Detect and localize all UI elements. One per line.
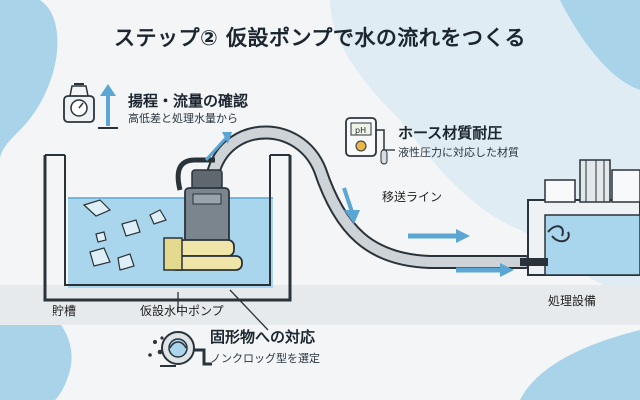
submersible-pump <box>163 157 243 271</box>
label-facility: 処理設備 <box>548 294 597 308</box>
transfer-hose <box>207 125 532 269</box>
page-title: ステップ② 仮設ポンプで水の流れをつくる <box>113 26 527 50</box>
label-tank: 貯槽 <box>52 304 77 318</box>
label-transfer-line: 移送ライン <box>382 190 443 204</box>
callout-solids-heading: 固形物への対応 <box>210 328 316 346</box>
flow-arrows <box>204 132 514 277</box>
label-pump: 仮設水中ポンプ <box>140 304 224 318</box>
callout-hose-sub: 液性圧力に対応した材質 <box>398 146 519 159</box>
callout-solids-sub: ノンクロッグ型を選定 <box>210 352 320 365</box>
callout-hose-heading: ホース材質耐圧 <box>398 124 503 142</box>
callout-head-flow-heading: 揚程・流量の確認 <box>128 92 249 110</box>
scale-icon <box>63 83 95 123</box>
treatment-facility <box>520 159 640 276</box>
callout-head-flow-sub: 高低差と処理水量から <box>128 112 238 125</box>
ph-meter-icon: pH <box>345 117 388 165</box>
non-clog-impeller-icon <box>148 331 212 367</box>
up-arrow-icon <box>98 84 118 129</box>
ph-text: pH <box>355 126 366 135</box>
